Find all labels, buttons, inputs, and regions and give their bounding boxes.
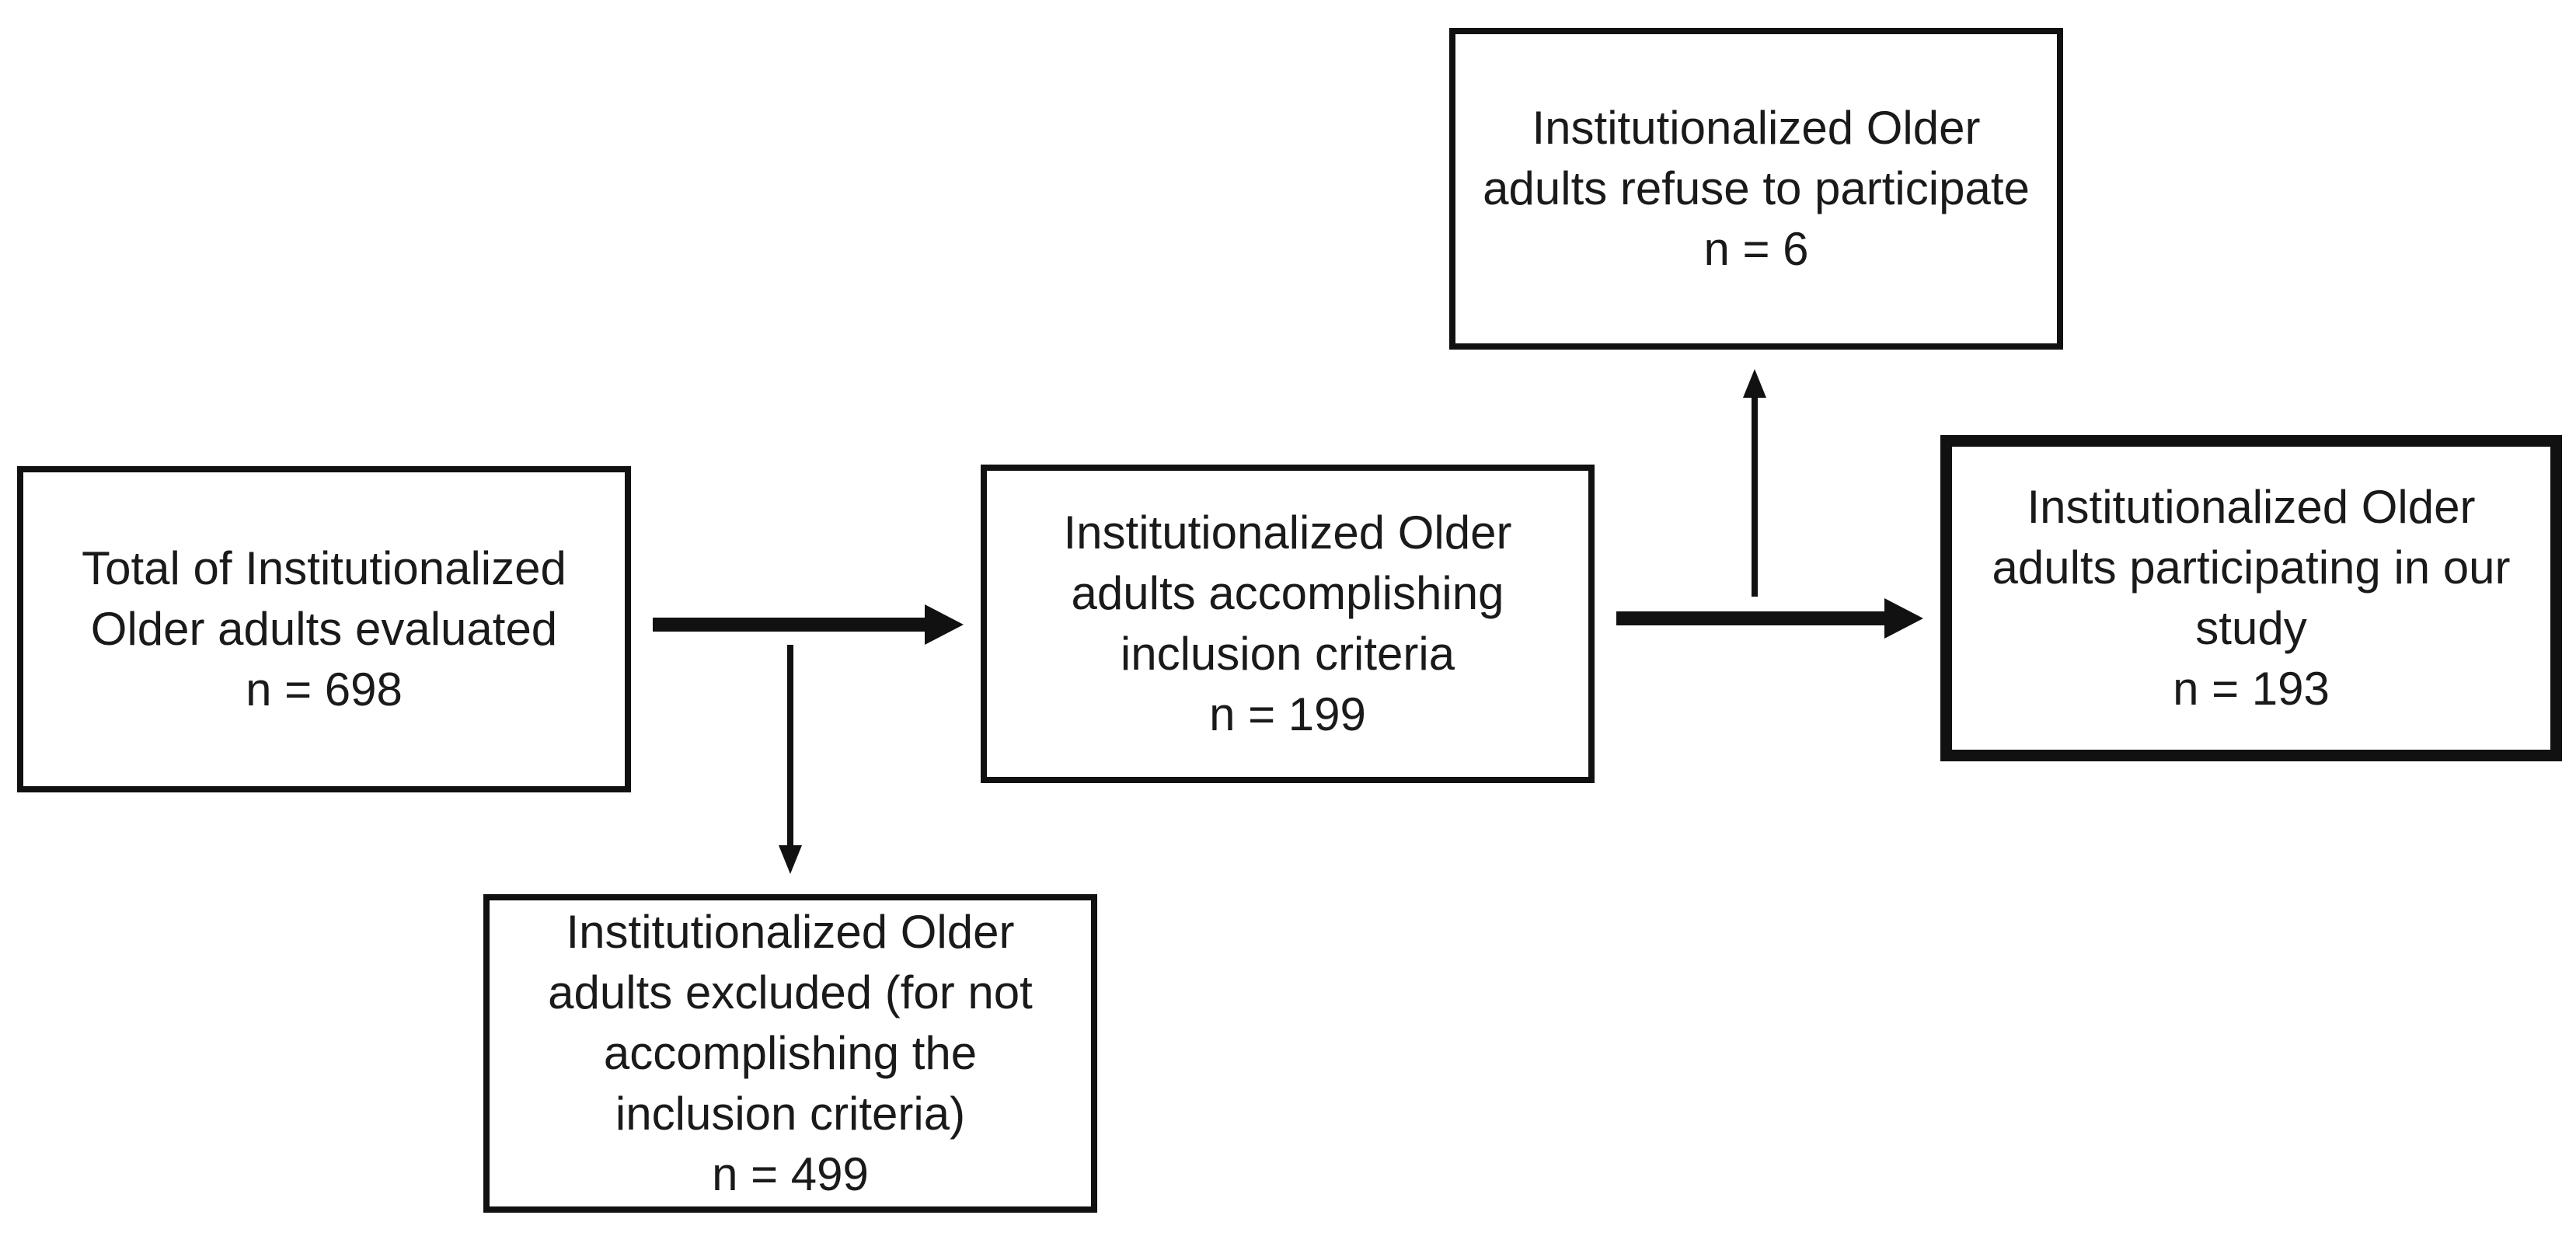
box-excluded-line-4: inclusion criteria) <box>615 1088 966 1140</box>
box-inclusion-count: n = 199 <box>1209 688 1366 740</box>
box-inclusion-line-3: inclusion criteria <box>1120 628 1455 680</box>
box-refuse-count: n = 6 <box>1703 223 1809 275</box>
box-excluded-line-3: accomplishing the <box>603 1027 978 1079</box>
box-inclusion-line-1: Institutionalized Older <box>1063 507 1512 559</box>
box-refuse-line-2: adults refuse to participate <box>1483 162 2030 214</box>
box-excluded-count: n = 499 <box>712 1148 869 1200</box>
box-participating: Institutionalized Older adults participa… <box>1940 435 2562 761</box>
box-total-count: n = 698 <box>246 663 403 715</box>
box-refuse: Institutionalized Older adults refuse to… <box>1449 28 2063 350</box>
box-total-evaluated: Total of Institutionalized Older adults … <box>17 466 631 792</box>
box-participating-line-3: study <box>2195 602 2307 654</box>
box-participating-line-2: adults participating in our <box>1992 541 2511 594</box>
arrowhead-inclusion-to-participating <box>1884 598 1923 639</box>
box-excluded: Institutionalized Older adults excluded … <box>483 894 1097 1213</box>
box-inclusion-criteria: Institutionalized Older adults accomplis… <box>981 465 1595 783</box>
box-inclusion-line-2: adults accomplishing <box>1071 567 1504 619</box>
box-excluded-line-1: Institutionalized Older <box>566 906 1015 958</box>
box-excluded-line-2: adults excluded (for not <box>548 966 1033 1018</box>
arrowhead-total-to-inclusion <box>925 604 964 645</box>
box-total-line-1: Total of Institutionalized <box>82 542 566 594</box>
box-total-line-2: Older adults evaluated <box>90 603 558 655</box>
arrowhead-to-refuse <box>1743 369 1766 398</box>
box-refuse-line-1: Institutionalized Older <box>1532 102 1981 154</box>
arrowhead-to-excluded <box>779 845 802 874</box>
box-participating-count: n = 193 <box>2173 663 2330 715</box>
box-participating-line-1: Institutionalized Older <box>2027 481 2476 533</box>
